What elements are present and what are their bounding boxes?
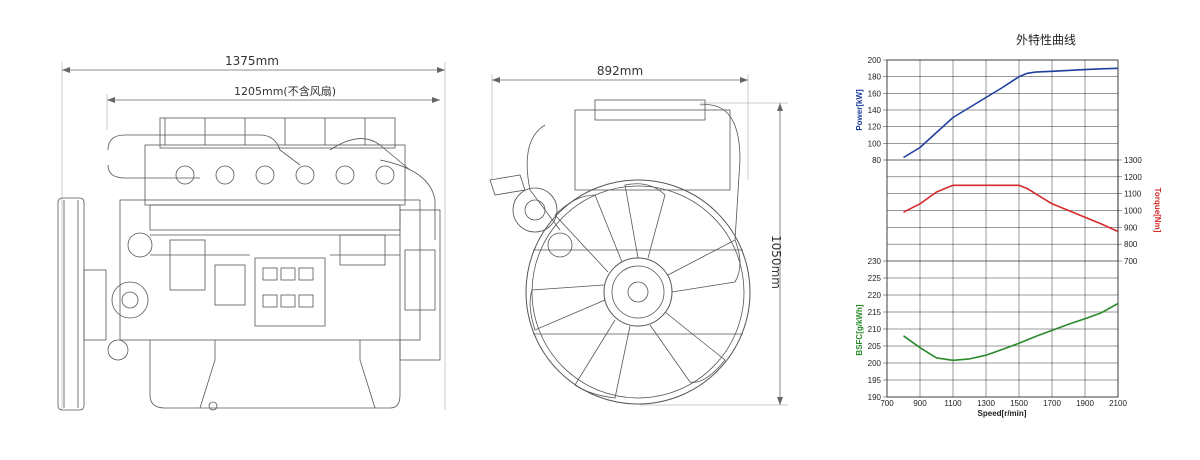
y-tick-label: 1300	[1124, 156, 1142, 165]
y-tick-label: 210	[868, 325, 882, 334]
series-line-bsfc	[903, 302, 1119, 362]
y-tick-label: 700	[1124, 257, 1138, 266]
y-tick-label: 800	[1124, 240, 1138, 249]
y-tick-label: 215	[868, 308, 882, 317]
length-no-fan-dimension: 1205mm(不含风扇)	[234, 84, 336, 98]
x-tick-label: 1300	[977, 399, 995, 408]
x-axis-label: Speed[r/min]	[978, 409, 1027, 418]
y-tick-label: 225	[868, 274, 882, 283]
y-tick-label: 1100	[1124, 190, 1142, 199]
chart-grid	[883, 59, 1122, 398]
torque-axis-label: Torque[Nm]	[1153, 188, 1162, 233]
y-tick-label: 220	[868, 291, 882, 300]
x-tick-label: 1900	[1076, 399, 1094, 408]
height-dimension: 1050mm	[769, 235, 783, 289]
x-tick-label: 700	[880, 399, 894, 408]
x-tick-label: 900	[913, 399, 927, 408]
y-tick-label: 230	[868, 257, 882, 266]
x-tick-label: 1700	[1043, 399, 1061, 408]
y-tick-label: 200	[868, 56, 882, 65]
plot-frame	[886, 59, 1119, 398]
x-tick-label: 1500	[1010, 399, 1028, 408]
y-tick-label: 100	[868, 139, 882, 148]
y-tick-label: 160	[868, 89, 882, 98]
series-line-power	[903, 67, 1119, 159]
y-tick-label: 120	[868, 123, 882, 132]
y-tick-label: 80	[872, 156, 881, 165]
y-tick-label: 195	[868, 376, 882, 385]
x-tick-label: 2100	[1109, 399, 1127, 408]
overall-length-dimension: 1375mm	[225, 54, 279, 68]
power-axis-label: Power[kW]	[855, 89, 864, 131]
chart-title: 外特性曲线	[1016, 32, 1076, 47]
x-tick-label: 1100	[944, 399, 962, 408]
chart-series-layer	[903, 67, 1119, 362]
y-tick-label: 1200	[1124, 173, 1142, 182]
y-tick-label: 140	[868, 106, 882, 115]
engine-front-view-drawing	[489, 74, 788, 406]
y-tick-label: 200	[868, 359, 882, 368]
engine-side-view-drawing	[57, 62, 446, 411]
width-dimension: 892mm	[597, 64, 643, 78]
series-line-torque	[903, 184, 1119, 233]
bsfc-axis-label: BSFC[g/kWh]	[855, 304, 864, 355]
y-tick-label: 190	[868, 393, 882, 402]
performance-curve-chart: 外特性曲线 700 900 1100 1300 1500 1700 1900 2100 80 10…	[855, 32, 1162, 418]
chart-tick-layer: 700 900 1100 1300 1500 1700 1900 2100 80 100 120 14…	[868, 56, 1143, 408]
y-tick-label: 180	[868, 73, 882, 82]
y-tick-label: 1000	[1124, 207, 1142, 216]
y-tick-label: 900	[1124, 223, 1138, 232]
y-tick-label: 205	[868, 342, 882, 351]
